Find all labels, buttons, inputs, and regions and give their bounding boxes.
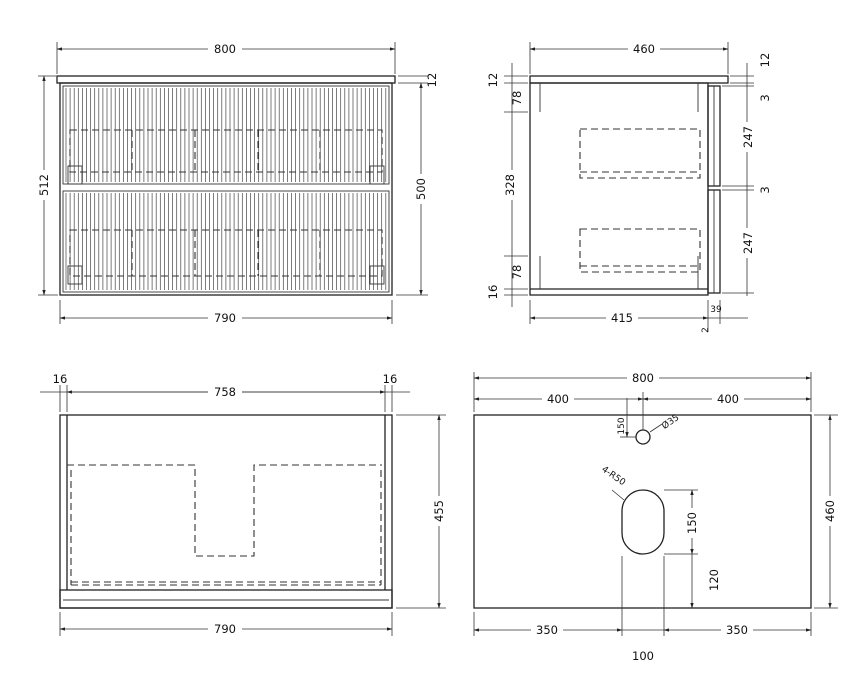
lower-drawer-front: [62, 190, 390, 293]
side-inner-top-rail: [539, 83, 699, 112]
side-gap-label: 2: [701, 327, 711, 333]
front-overall-width-label: 800: [214, 42, 236, 56]
plan-left-side-label: 16: [53, 372, 68, 386]
label-bg: [740, 122, 754, 152]
plan-drawer-cutout-hidden: [67, 464, 382, 586]
top-worktop-outline: [473, 414, 812, 609]
side-view: 460 415 39 2 12 78 328 78 16 12 3 247 3 …: [486, 41, 772, 333]
label-bg: [685, 508, 699, 538]
tap-hole-leader: [649, 423, 663, 433]
front-top-thickness-label: 12: [425, 73, 439, 88]
label-bg: [712, 391, 744, 405]
plan-view: 16 758 16 790 455: [40, 372, 446, 636]
side-front-upper-label: 247: [741, 126, 755, 148]
waste-left-label: 350: [536, 623, 558, 637]
upper-runner-right: [369, 165, 385, 185]
lower-drawer-slats: [65, 193, 387, 290]
upper-drawer-slats: [65, 88, 387, 182]
side-bottom-base-label: 16: [486, 285, 500, 300]
side-inner-mid-label: 328: [503, 174, 517, 196]
label-bg: [414, 174, 428, 204]
front-body-width-label: 790: [214, 311, 236, 325]
side-front-depth-label: 39: [710, 305, 722, 315]
side-inner-lower-label: 78: [510, 265, 524, 280]
label-bg: [542, 391, 574, 405]
lower-runner-left: [67, 265, 83, 285]
side-upper-drawer-hidden: [579, 128, 701, 179]
waste-slot: [621, 489, 665, 555]
label-bg: [823, 496, 837, 526]
waste-length-label: 150: [685, 512, 699, 534]
front-overall-height-label: 512: [37, 174, 51, 196]
label-bg: [503, 170, 517, 200]
label-bg: [707, 564, 721, 594]
side-right-ticks: [722, 75, 754, 294]
plan-side-panels: [66, 415, 386, 590]
label-bg: [628, 41, 660, 55]
plan-top-ticks: [59, 385, 393, 412]
side-front-lower-label: 247: [741, 232, 755, 254]
label-bg: [208, 621, 242, 635]
side-lower-drawer-hidden: [579, 228, 701, 273]
label-bg: [627, 370, 659, 384]
side-left-ticks: [504, 75, 528, 296]
front-body-height-label: 500: [414, 178, 428, 200]
label-bg: [606, 310, 638, 324]
waste-radius-label: 4-R50: [599, 465, 627, 489]
lower-drawer-box-hidden: [69, 229, 383, 277]
side-top-thickness-left-label: 12: [486, 73, 500, 88]
waste-width-label: 100: [632, 649, 654, 663]
top-left-half-label: 400: [547, 392, 569, 406]
label-bg: [208, 310, 242, 324]
plan-right-side-label: 16: [383, 372, 398, 386]
side-top-gap-label: 3: [758, 94, 772, 101]
upper-runner-left: [67, 165, 83, 185]
side-top-thickness-right-label: 12: [758, 53, 772, 68]
label-bg: [721, 622, 753, 636]
label-bg: [37, 170, 51, 200]
plan-inner-width-label: 758: [214, 385, 236, 399]
label-bg: [208, 384, 242, 398]
tap-hole-offset-label: 150: [617, 417, 627, 434]
label-bg: [208, 41, 242, 55]
label-bg: [740, 228, 754, 258]
top-view: 800 400 400 150 Ø35 4-R50 150 120 460: [473, 370, 838, 663]
plan-front-rail: [59, 589, 393, 609]
front-cabinet-body: [59, 82, 393, 296]
plan-body-width-label: 790: [214, 622, 236, 636]
waste-radius-leader: [611, 489, 625, 501]
label-bg: [531, 622, 563, 636]
side-overall-depth-label: 460: [633, 42, 655, 56]
waste-right-label: 350: [726, 623, 748, 637]
side-cabinet-body: [529, 82, 709, 296]
waste-front-offset-label: 120: [707, 569, 721, 591]
lower-drawer-dividers-hidden: [131, 230, 321, 276]
plan-depth-label: 455: [432, 500, 446, 522]
tap-hole: [635, 429, 651, 445]
front-view: 800 790 512 500 12: [37, 41, 439, 325]
upper-drawer-box-hidden: [69, 129, 383, 173]
upper-drawer-front: [62, 85, 390, 185]
side-inner-upper-label: 78: [510, 91, 524, 106]
plan-outline: [59, 414, 393, 609]
front-worktop: [56, 75, 396, 84]
top-depth-label: 460: [823, 500, 837, 522]
top-overall-width-label: 800: [632, 371, 654, 385]
top-right-half-label: 400: [717, 392, 739, 406]
label-bg: [432, 496, 446, 526]
lower-runner-right: [369, 265, 385, 285]
side-worktop: [529, 75, 729, 84]
side-mid-gap-label: 3: [758, 186, 772, 193]
side-body-depth-label: 415: [611, 311, 633, 325]
